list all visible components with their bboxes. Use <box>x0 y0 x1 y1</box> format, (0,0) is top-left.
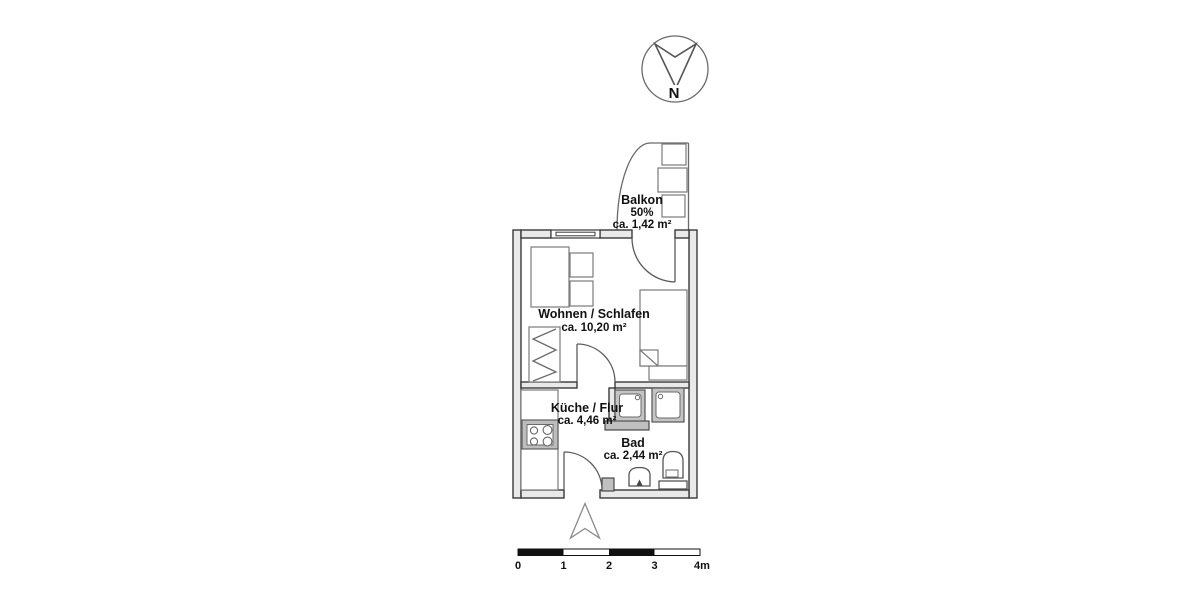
toilet-cistern <box>665 469 679 478</box>
radiator <box>658 480 688 490</box>
top-wall-segment <box>599 229 633 239</box>
divider-wall-right <box>614 381 690 389</box>
walls <box>512 229 698 499</box>
balcony-door-swing <box>631 237 676 283</box>
entrance-door-swing <box>563 451 603 491</box>
room-labels: Balkon 50% ca. 1,42 m² Wohnen / Schlafen… <box>538 193 671 462</box>
doors <box>563 237 676 491</box>
room-area-balkon: ca. 1,42 m² <box>613 219 672 231</box>
bathroom-fixtures <box>614 387 688 490</box>
hand-sink <box>628 466 651 487</box>
scale-tick-4: 4m <box>694 560 710 572</box>
room-label-bad: Bad <box>621 436 645 450</box>
entrance-arrow-icon <box>569 501 601 540</box>
room-area-kueche: ca. 4,46 m² <box>558 415 617 427</box>
room-area-wohnen: ca. 10,20 m² <box>561 322 626 334</box>
north-label-backdrop <box>665 85 682 100</box>
chair <box>569 280 594 307</box>
north-compass: N <box>641 35 709 103</box>
washbasin-bowl <box>619 393 642 418</box>
scale-tick-2: 2 <box>606 560 612 572</box>
north-arrow-icon <box>653 41 698 90</box>
stove-burner <box>529 437 539 446</box>
scale-bar: 0 1 2 3 4m <box>515 548 710 572</box>
living-room-furniture <box>528 246 688 383</box>
room-share-balkon: 50% <box>630 207 653 219</box>
scale-tick-3: 3 <box>651 560 657 572</box>
stove-burner <box>542 425 553 435</box>
stove-burner <box>542 436 553 447</box>
balcony-curved-wall <box>616 142 651 231</box>
top-wall-segment <box>674 229 690 239</box>
bath-door-jamb <box>601 477 615 492</box>
divider-wall-left <box>520 381 578 389</box>
right-exterior-wall <box>688 229 698 499</box>
chair <box>569 252 594 278</box>
wardrobe-hatching <box>531 328 558 382</box>
window-glazing <box>555 231 596 237</box>
wardrobe <box>528 326 561 383</box>
living-door-swing <box>576 343 616 383</box>
hand-sink-tap <box>636 479 643 486</box>
scale-bar-segment <box>609 549 655 556</box>
bottom-wall-segment <box>599 489 690 499</box>
balcony-furniture <box>661 194 686 218</box>
scale-tick-1: 1 <box>560 560 566 572</box>
bed-pillow-fold <box>639 349 659 367</box>
shower-drain <box>657 393 664 400</box>
room-label-kueche: Küche / Flur <box>551 401 623 415</box>
stove-burner <box>529 426 539 435</box>
bed-foot <box>648 365 688 381</box>
scale-tick-0: 0 <box>515 560 521 572</box>
north-label: N <box>669 85 680 102</box>
bottom-wall-segment <box>520 489 565 499</box>
top-wall-segment <box>520 229 552 239</box>
left-exterior-wall <box>512 229 522 499</box>
table <box>530 246 570 308</box>
room-label-wohnen: Wohnen / Schlafen <box>538 307 650 321</box>
balcony-furniture <box>657 167 688 193</box>
washbasin-drain <box>634 394 641 401</box>
room-area-bad: ca. 2,44 m² <box>604 450 663 462</box>
room-label-balkon: Balkon <box>621 193 663 207</box>
balcony <box>616 142 690 231</box>
balcony-furniture <box>661 143 687 166</box>
compass-circle <box>641 35 709 103</box>
kitchen-fittings <box>520 389 559 491</box>
scale-bar-segment <box>518 549 564 556</box>
